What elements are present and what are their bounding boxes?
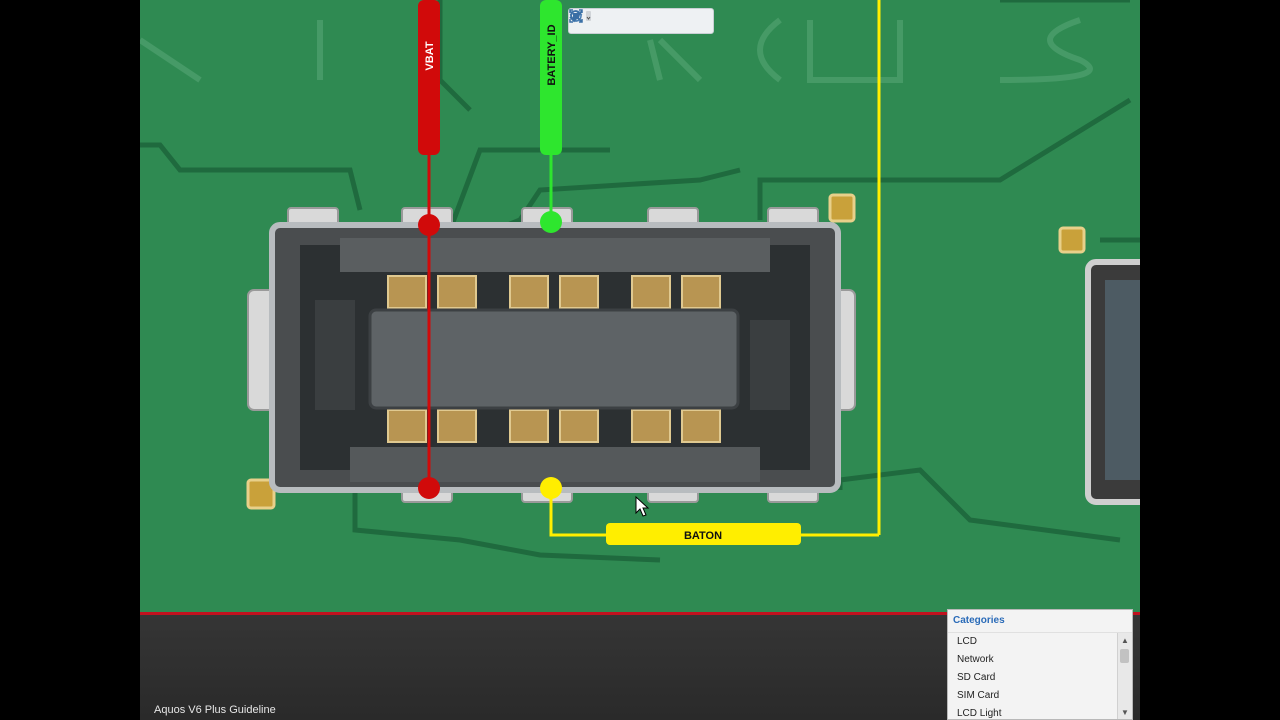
category-item-network[interactable]: Network (957, 654, 994, 665)
scroll-up-icon[interactable]: ▲ (1121, 635, 1129, 645)
categories-header: Categories (948, 610, 1132, 633)
net-label-baton: BATON (684, 530, 722, 542)
scroll-thumb[interactable] (1120, 649, 1129, 663)
category-item-sim-card[interactable]: SIM Card (957, 690, 1000, 701)
fit-screen-icon (569, 9, 583, 23)
scroll-down-icon[interactable]: ▼ (1121, 707, 1129, 717)
mouse-cursor-icon (635, 495, 650, 517)
rotate-right-button[interactable] (570, 10, 621, 31)
viewer-toolbar (568, 8, 714, 34)
categories-scrollbar[interactable]: ▲ ▼ (1117, 633, 1132, 719)
category-item-sd-card[interactable]: SD Card (957, 672, 996, 683)
net-label-batery-id: BATERY_ID (546, 24, 558, 85)
net-label-vbat: VBAT (424, 41, 436, 70)
categories-panel: Categories LCD Network SD Card SIM Card … (947, 609, 1133, 720)
pcb-image: VBAT BATERY_ID BATON (140, 0, 1140, 612)
fit-screen-button[interactable] (569, 9, 646, 31)
tool-dropdown-button[interactable] (569, 10, 681, 31)
zoom-button[interactable] (570, 10, 706, 31)
guide-title: Aquos V6 Plus Guideline (154, 704, 276, 716)
viewer-window: VBAT BATERY_ID BATON (140, 0, 1140, 720)
pcb-board-view[interactable]: VBAT BATERY_ID BATON (140, 0, 1140, 612)
zoom-icon (570, 10, 583, 23)
category-item-lcd[interactable]: LCD (957, 636, 978, 647)
categories-list: LCD Network SD Card SIM Card LCD Light (948, 633, 1118, 719)
category-item-lcd-light[interactable]: LCD Light (957, 708, 1002, 719)
